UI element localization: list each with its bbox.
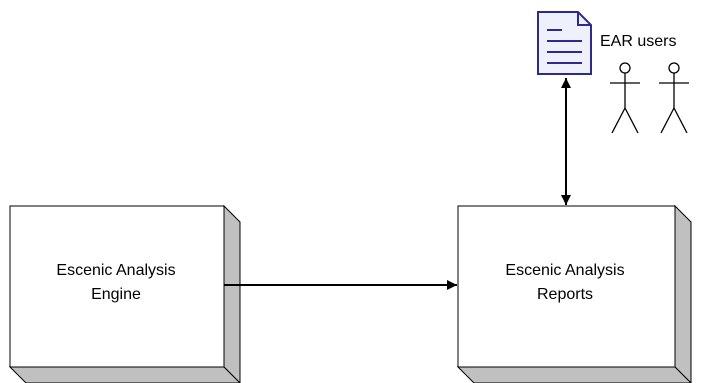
engine-node[interactable] [8, 204, 241, 383]
engine-label-line1: Escenic Analysis [56, 262, 176, 279]
actor-icon [659, 62, 689, 134]
engine-node-bottom [8, 366, 241, 383]
engine-node-label: Escenic Analysis Engine [14, 259, 218, 307]
ear-users-label: EAR users [600, 33, 677, 50]
engine-node-side [223, 204, 241, 383]
engine-node-face [9, 205, 225, 368]
document-icon [537, 11, 592, 75]
reports-node-side [674, 204, 692, 383]
reports-node-label: Escenic Analysis Reports [460, 259, 670, 307]
reports-label-line2: Reports [536, 286, 594, 303]
engine-label-line2: Engine [91, 286, 141, 303]
actor-icon [610, 62, 640, 134]
reports-node[interactable] [456, 204, 692, 383]
reports-node-bottom [456, 366, 692, 383]
reports-label-line1: Escenic Analysis [505, 262, 625, 279]
reports-node-face [457, 205, 676, 368]
